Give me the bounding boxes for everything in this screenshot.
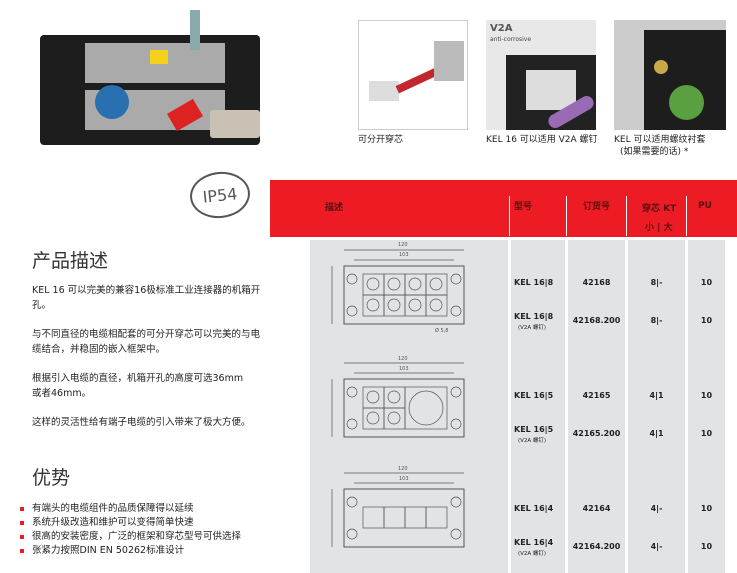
caption-1: 可分开穿芯 (358, 135, 404, 145)
cell-order: 42168 (582, 278, 611, 287)
photo-split-grommet (358, 20, 468, 130)
photo-v2a-screws: V2A anti-corrosive (486, 20, 596, 130)
product-photo-main (30, 5, 270, 165)
cell-type: KEL 16|4 (514, 504, 554, 513)
cell-kt: 8|- (650, 316, 663, 325)
caption-3: KEL 可以适用螺纹衬套 (614, 135, 706, 145)
cell-type: KEL 16|5 (514, 425, 554, 434)
cell-kt: 4|1 (649, 391, 664, 400)
drawing-kel16-4 (331, 472, 465, 548)
adv-title: 优势 (32, 467, 71, 489)
desc-p3: 根据引入电缆的直径，机箱开孔的高度可选36mm或者46mm。 (32, 373, 244, 399)
cell-pu: 10 (700, 316, 713, 325)
dim-pitch-1: 103 (399, 252, 409, 258)
dim-hole-1: Ø 5,8 (435, 328, 449, 334)
ip54-badge: IP54 (187, 168, 253, 222)
cell-note: (V2A 螺钉) (518, 325, 547, 331)
cell-pu: 10 (700, 429, 713, 438)
header-kt-sub: 小 | 大 (645, 223, 673, 233)
dim-width-3: 120 (398, 466, 408, 472)
cell-order: 42165 (582, 391, 611, 400)
cell-kt: 4|1 (649, 429, 664, 438)
cell-order: 42164.200 (572, 542, 621, 551)
cell-type: KEL 16|8 (514, 278, 554, 287)
desc-p2: 与不同直径的电缆相配套的可分开穿芯可以完美的与电缆结合，并稳固的嵌入框架中。 (32, 329, 261, 355)
cell-pu: 10 (700, 504, 713, 513)
adv-item: 很高的安装密度，广泛的框架和穿芯型号可供选择 (20, 530, 241, 544)
header-description: 描述 (325, 203, 344, 213)
caption-2: KEL 16 可以适用 V2A 螺钉 (486, 135, 598, 145)
header-kt: 穿芯 KT (642, 204, 677, 214)
dim-width-2: 120 (398, 356, 408, 362)
desc-p4: 这样的灵活性给有端子电缆的引入带来了极大方便。 (32, 417, 251, 428)
drawing-kel16-8 (331, 249, 465, 325)
photo-threaded-bushing (614, 20, 726, 130)
cell-order: 42164 (582, 504, 611, 513)
cell-note: (V2A 螺钉) (518, 551, 547, 557)
header-type: 型号 (514, 202, 533, 212)
caption-3-note: (如果需要的话) * (620, 147, 689, 157)
v2a-badge-subtitle: anti-corrosive (490, 36, 532, 43)
drawing-kel16-5 (331, 362, 465, 438)
cell-type: KEL 16|5 (514, 391, 554, 400)
adv-item: 系统升级改造和维护可以变得简单快速 (20, 516, 194, 530)
adv-item: 张紧力按照DIN EN 50262标准设计 (20, 544, 184, 558)
desc-title: 产品描述 (32, 250, 109, 272)
dim-pitch-3: 103 (399, 476, 409, 482)
header-pu: PU (698, 201, 712, 211)
table-body (310, 240, 725, 573)
header-order: 订货号 (583, 202, 611, 212)
cell-kt: 4|- (650, 542, 663, 551)
cell-order: 42168.200 (572, 316, 621, 325)
adv-item: 有端头的电缆组件的品质保障得以延续 (20, 502, 194, 516)
table-header (270, 180, 737, 237)
cell-pu: 10 (700, 542, 713, 551)
cell-pu: 10 (700, 278, 713, 287)
dim-width-1: 120 (398, 242, 408, 248)
cell-order: 42165.200 (572, 429, 621, 438)
dim-pitch-2: 103 (399, 366, 409, 372)
cell-note: (V2A 螺钉) (518, 438, 547, 444)
cell-kt: 4|- (650, 504, 663, 513)
cell-kt: 8|- (650, 278, 663, 287)
cell-type: KEL 16|4 (514, 538, 554, 547)
desc-p1: KEL 16 可以完美的兼容16极标准工业连接器的机箱开孔。 (32, 285, 261, 311)
v2a-badge-title: V2A (490, 23, 513, 34)
cell-pu: 10 (700, 391, 713, 400)
cell-type: KEL 16|8 (514, 312, 554, 321)
